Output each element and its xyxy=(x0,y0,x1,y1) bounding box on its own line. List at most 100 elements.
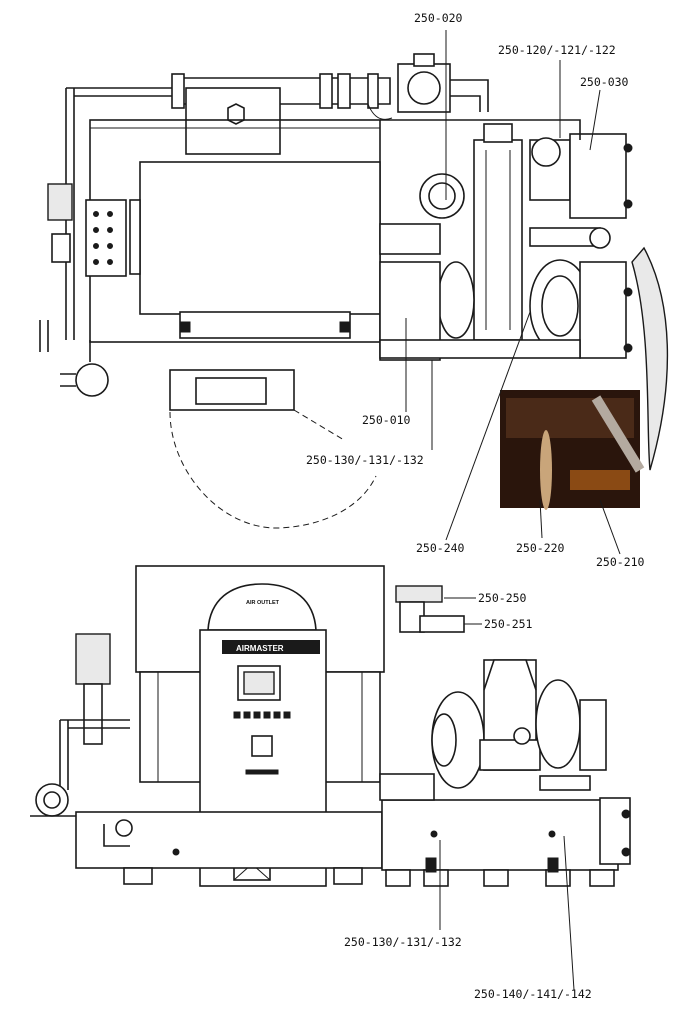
skid-foot xyxy=(483,869,509,887)
stage3-support xyxy=(539,775,591,791)
stage3-volute-elev xyxy=(535,679,581,769)
callouts: 250-020 250-120/-121/-122 250-030 250-01… xyxy=(306,11,645,1001)
pipe-elbow xyxy=(589,227,611,249)
callout-250-251: 250-251 xyxy=(484,617,533,631)
leader-030 xyxy=(589,89,601,151)
gearbox-housing xyxy=(473,139,523,341)
side-pump-hub xyxy=(43,791,61,809)
stage1-inlet-bore xyxy=(428,182,456,210)
end-bolts xyxy=(621,809,631,857)
blue-line xyxy=(367,103,393,120)
foot-bolt xyxy=(339,321,351,333)
top-left-pipe xyxy=(66,87,180,97)
callout-250-010: 250-010 xyxy=(362,413,411,427)
pipe-flange xyxy=(337,73,351,109)
gearbox-top xyxy=(483,659,537,691)
hmi-screen xyxy=(243,671,275,695)
skid-foot xyxy=(333,867,363,885)
brand-plate xyxy=(222,640,320,654)
callout-250-030: 250-030 xyxy=(580,75,629,89)
coupling-guard xyxy=(379,223,441,255)
side-header xyxy=(60,719,130,729)
front-view: AIR OUTLET AIRMASTER xyxy=(30,565,631,887)
stage3-cooler xyxy=(579,261,627,359)
skid-foot xyxy=(385,869,411,887)
pressure-gauge xyxy=(115,819,133,837)
projection-line xyxy=(293,409,345,441)
top-view xyxy=(39,53,669,529)
photo-pipe xyxy=(540,430,552,510)
panel-window xyxy=(251,735,273,757)
panel-slot xyxy=(245,769,279,775)
leader-lines xyxy=(405,30,621,991)
shroud-edges xyxy=(157,672,363,782)
pipe-flange xyxy=(319,73,333,109)
drain-pipe xyxy=(39,320,49,352)
pipe-flange xyxy=(367,73,379,109)
skid-foot xyxy=(123,867,153,885)
skid-foot xyxy=(589,869,615,887)
hatch-label: AIR OUTLET xyxy=(246,600,280,606)
top-piping-run xyxy=(380,119,581,140)
cooler-nut xyxy=(227,103,245,125)
callout-250-220: 250-220 xyxy=(516,541,565,555)
stage3-eye xyxy=(541,275,579,337)
gearbox-base xyxy=(479,739,541,771)
pipe-flange xyxy=(171,73,185,109)
gearbox-ribs xyxy=(485,150,511,330)
intake-valve-disc xyxy=(407,71,441,105)
oil-filter xyxy=(75,633,111,685)
leader-210 xyxy=(599,499,621,555)
callout-250-140: 250-140/-141/-142 xyxy=(474,987,592,1001)
stage3-cooler-elev xyxy=(579,699,607,771)
isolator-mount xyxy=(425,857,437,873)
valve-actuator xyxy=(413,53,435,67)
leader-140 xyxy=(563,835,575,991)
filter-element xyxy=(47,183,73,221)
callout-250-120: 250-120/-121/-122 xyxy=(498,43,616,57)
motor-end xyxy=(129,199,141,275)
drain-connector xyxy=(60,373,76,387)
motor-body xyxy=(139,161,381,315)
gauge-line xyxy=(103,824,130,847)
photo-glow xyxy=(570,470,630,490)
foot-bolt xyxy=(179,321,191,333)
left-panel xyxy=(85,199,127,277)
gearbox-sight xyxy=(513,727,531,745)
brand-label: AIRMASTER xyxy=(236,644,284,653)
leader-240 xyxy=(445,311,531,541)
callout-250-130-bottom: 250-130/-131/-132 xyxy=(344,935,462,949)
valve-outlet-pipe xyxy=(450,79,489,112)
stage1-casing xyxy=(437,261,475,339)
view-arrow xyxy=(631,246,669,471)
projection-arc xyxy=(169,411,377,529)
drain-tank xyxy=(75,363,109,397)
callout-250-130-top: 250-130/-131/-132 xyxy=(306,453,424,467)
gearbox-cap xyxy=(483,123,513,143)
callout-250-240: 250-240 xyxy=(416,541,465,555)
skid-bolt xyxy=(172,848,180,856)
core-baseplate xyxy=(379,339,581,359)
filter-stem xyxy=(83,683,103,745)
stage2-cooler xyxy=(569,133,627,219)
side-pipe xyxy=(59,720,69,790)
skid-bolt xyxy=(548,830,556,838)
stage1-inlet-elev xyxy=(431,713,457,767)
callout-250-210: 250-210 xyxy=(596,555,645,569)
leader-220 xyxy=(539,499,543,539)
stage3-bolts xyxy=(623,287,633,353)
isolator-mount xyxy=(547,857,559,873)
stage2-flange xyxy=(531,137,561,167)
panel-buttons xyxy=(233,711,291,719)
callout-250-020: 250-020 xyxy=(414,11,463,25)
skid-bolt xyxy=(430,830,438,838)
callout-250-250: 250-250 xyxy=(478,591,527,605)
display-detail-screen xyxy=(195,377,267,405)
panel-studs xyxy=(93,211,113,265)
air-outlet-hatch xyxy=(207,583,317,631)
stage1-pedestal xyxy=(379,773,435,801)
motor-feet xyxy=(179,311,351,339)
photo-tube xyxy=(591,395,645,473)
stage2-bolts xyxy=(623,143,633,209)
